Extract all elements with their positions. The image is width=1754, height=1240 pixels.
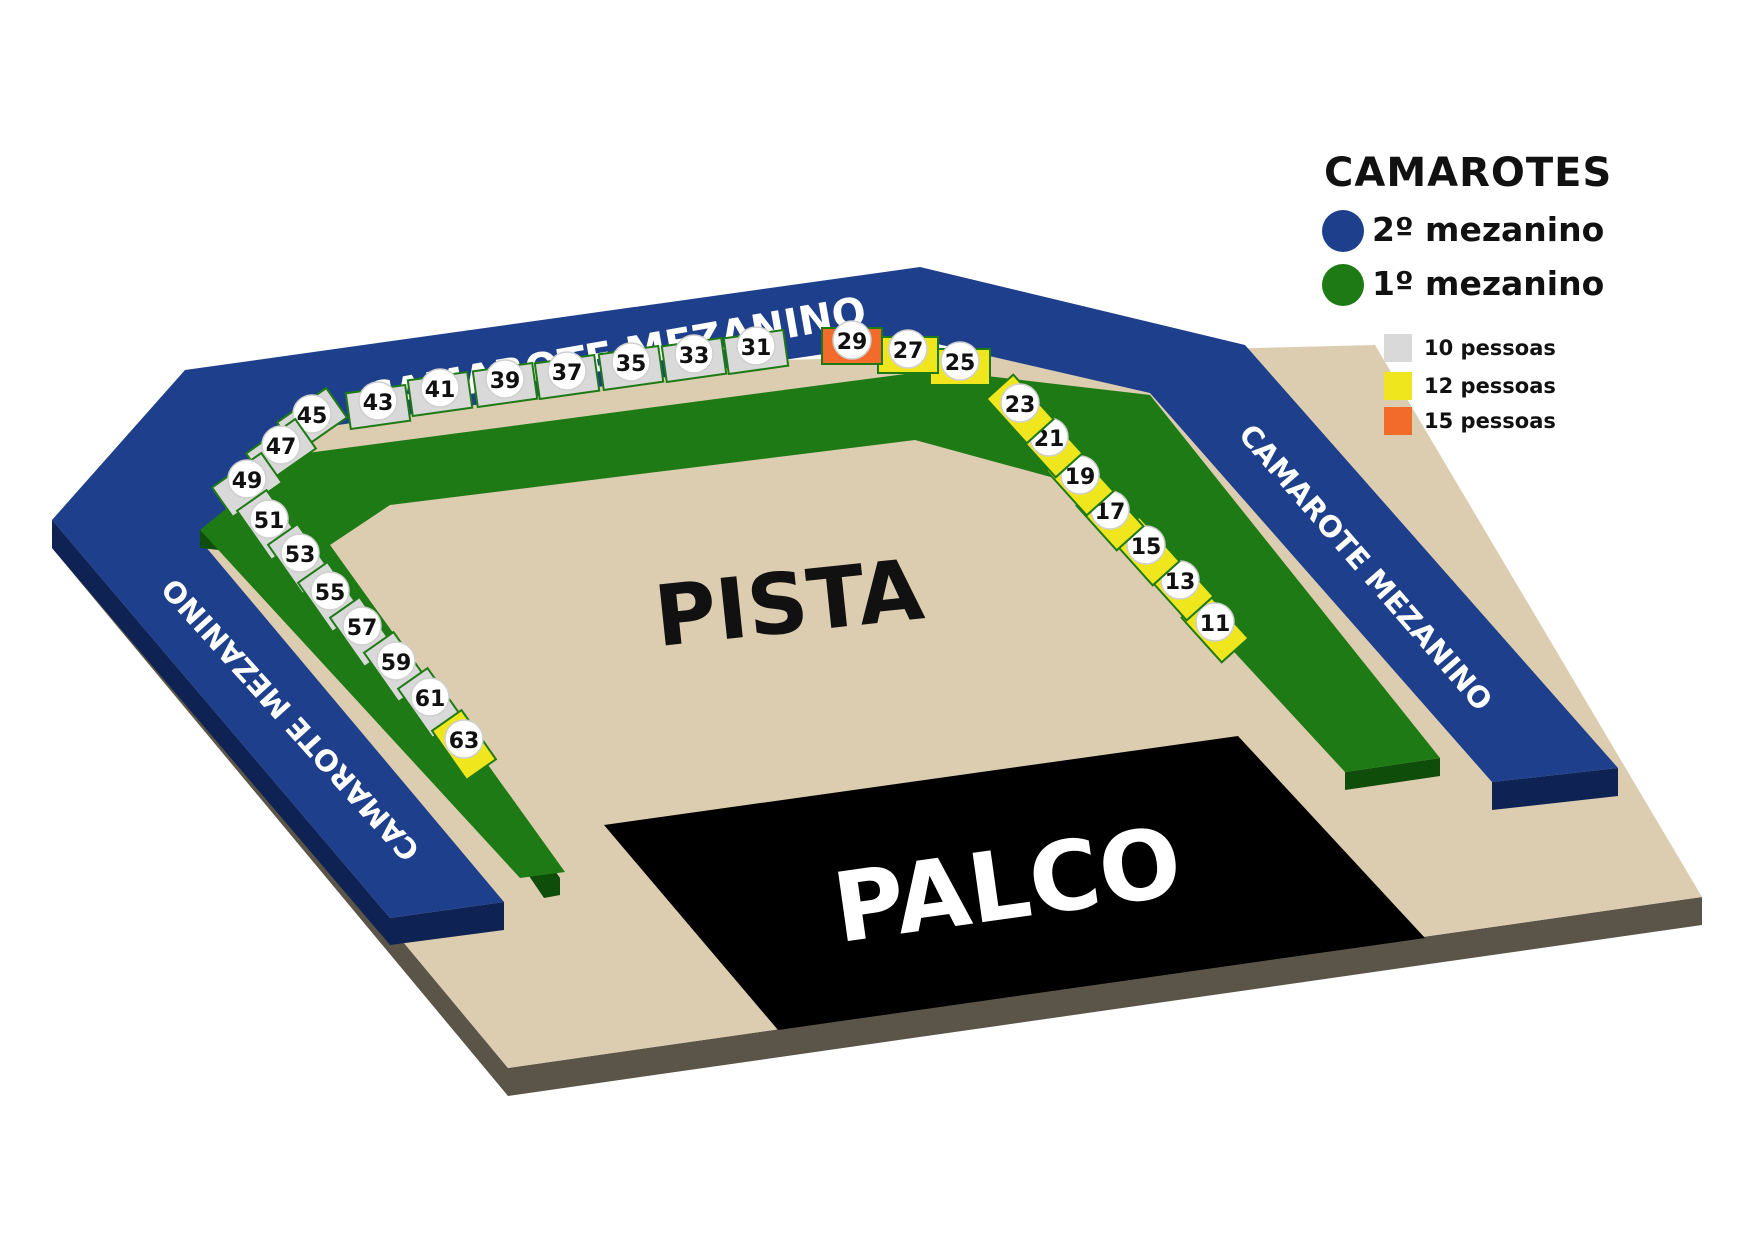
box-pin[interactable] (940, 341, 980, 381)
box-pin[interactable] (261, 425, 301, 465)
box-pin[interactable] (227, 459, 267, 499)
box-pin[interactable] (832, 320, 872, 360)
box-number: 27 (893, 339, 924, 364)
box-pin[interactable] (736, 326, 776, 366)
tier-2-label: 2º mezanino (1372, 210, 1605, 249)
mezanino-1-side-right (1345, 758, 1440, 790)
box-number: 33 (679, 344, 710, 369)
box-number: 53 (285, 543, 316, 568)
capacity-15-label: 15 pessoas (1424, 409, 1556, 433)
box-number: 31 (741, 336, 772, 361)
box-pin[interactable] (485, 359, 525, 399)
box-number: 59 (381, 651, 412, 676)
box-number: 61 (415, 687, 446, 712)
box-number: 43 (363, 391, 394, 416)
box-number: 35 (616, 352, 647, 377)
capacity-15-swatch (1384, 407, 1412, 435)
mezanino-1 (200, 370, 1440, 878)
box-number: 29 (837, 330, 868, 355)
box-number: 13 (1165, 570, 1196, 595)
box-pin[interactable] (310, 571, 350, 611)
boxes-layer: 1113151719212325272931333537394143454749… (210, 320, 1250, 782)
legend-title: CAMAROTES (1324, 150, 1613, 196)
box-number: 49 (232, 469, 263, 494)
box-pin[interactable] (410, 677, 450, 717)
box-number: 45 (297, 404, 328, 429)
box-pin[interactable] (1000, 383, 1040, 423)
capacity-12-swatch (1384, 372, 1412, 400)
box-number: 57 (347, 616, 378, 641)
box-pin[interactable] (674, 334, 714, 374)
box-pin[interactable] (611, 342, 651, 382)
box-pin[interactable] (292, 394, 332, 434)
box-number: 15 (1131, 535, 1162, 560)
tier-1-swatch (1322, 264, 1364, 306)
box-pin[interactable] (888, 329, 928, 369)
box-number: 55 (315, 581, 346, 606)
box-pin[interactable] (342, 606, 382, 646)
box-pin[interactable] (376, 641, 416, 681)
tier-1-label: 1º mezanino (1372, 264, 1605, 303)
box-pin[interactable] (280, 533, 320, 573)
box-number: 19 (1065, 465, 1096, 490)
capacity-10-label: 10 pessoas (1424, 336, 1556, 360)
mezanino-2 (52, 267, 1618, 918)
box-number: 23 (1005, 393, 1036, 418)
box-pin[interactable] (249, 499, 289, 539)
box-number: 39 (490, 369, 521, 394)
capacity-10-swatch (1384, 334, 1412, 362)
box-pin[interactable] (1195, 602, 1235, 642)
box-pin[interactable] (547, 351, 587, 391)
box-number: 37 (552, 361, 583, 386)
box-number: 63 (449, 729, 480, 754)
box-pin[interactable] (358, 381, 398, 421)
box-pin[interactable] (420, 368, 460, 408)
box-number: 25 (945, 351, 976, 376)
tier-2-swatch (1322, 210, 1364, 252)
box-pin[interactable] (444, 719, 484, 759)
box-number: 11 (1200, 612, 1231, 637)
box-number: 47 (266, 435, 297, 460)
box-pin[interactable] (1126, 525, 1166, 565)
capacity-12-label: 12 pessoas (1424, 374, 1556, 398)
stage (604, 736, 1425, 1030)
box-number: 41 (425, 378, 456, 403)
box-number: 51 (254, 509, 285, 534)
